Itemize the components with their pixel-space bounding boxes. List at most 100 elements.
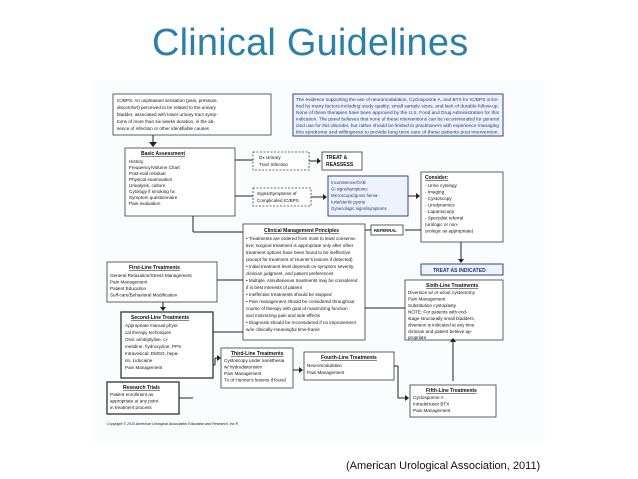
fifth-line-item: Intradetrusor BTX — [413, 402, 449, 407]
consider-item: (urologic or non- — [425, 222, 459, 227]
basic-assessment-item: Frequency/Volume Chart — [129, 165, 181, 170]
first-line-item: Pain Management — [110, 280, 148, 285]
consider-title: Consider: — [425, 175, 449, 181]
sixth-line-item: Substitution cystoplasty — [408, 303, 457, 308]
dx-infection-box: Dx Urinary Tract Infection — [235, 151, 321, 171]
fourth-line-item: Pain Management — [307, 370, 345, 375]
principles-box: Clinical Management Principles • Treatme… — [242, 223, 366, 341]
dx-infection-line: Tract Infection — [259, 162, 288, 167]
flowchart-canvas: IC/BPS: An unpleasant sensation (pain, p… — [106, 93, 504, 426]
first-line-title: First-Line Treatments — [129, 265, 180, 271]
first-line-item: General Relaxation/Stress Management — [110, 273, 192, 278]
treat-as-indicated-box: TREAT AS INDICATED — [420, 242, 504, 276]
third-line-item: Tx of Hunner's lesions if found — [224, 378, 286, 383]
research-trials-item: Patient enrollment as — [110, 392, 154, 397]
fifth-line-item: Pain Management — [413, 408, 451, 413]
principles-item: • Multiple, simultaneous treatments may … — [246, 278, 358, 283]
consider-item: - Laparoscopy — [425, 209, 455, 214]
principles-item: • Diagnosis should be reconsidered if no… — [246, 320, 357, 325]
research-trials-item: appropriate at any point — [110, 399, 159, 404]
third-line-box: Third-Line Treatments Cystoscopy under a… — [220, 347, 303, 389]
basic-assessment-box: Basic Assessment History Frequency/Volum… — [124, 147, 236, 217]
principles-item: if in best interests of patient — [246, 285, 303, 290]
basic-assessment-item: Symptom questionnaire — [129, 195, 178, 200]
basic-assessment-title: Basic Assessment — [141, 151, 185, 157]
sixth-line-item: NOTE: For patients with end- — [408, 310, 468, 315]
second-line-title: Second-Line Treatments — [131, 315, 189, 321]
arrow-right — [213, 355, 221, 366]
consider-item: - Cystoscopy — [425, 196, 452, 201]
research-trials-title: Research Trials — [123, 385, 160, 391]
complicated-list-item: Gynecologic signs/symptoms — [331, 206, 387, 211]
principles-item: • Treatments are ordered from most to le… — [246, 236, 357, 241]
complicated-list-item: turia/sterile pyuria — [331, 200, 366, 205]
consider-item: - Urine cytology — [425, 183, 458, 188]
sixth-line-item: propriate — [408, 335, 427, 340]
treat-reassess-box: TREAT & REASSESS — [321, 151, 363, 171]
referral-label: REFERRAL — [374, 228, 397, 233]
dx-infection-line: Dx Urinary — [259, 155, 281, 160]
basic-assessment-item: History — [129, 159, 144, 164]
treat-as-indicated-label: TREAT AS INDICATED — [433, 268, 486, 274]
principles-item: • Initial treatment level depends on sym… — [246, 264, 354, 269]
fifth-line-title: Fifth-Line Treatments — [426, 388, 477, 394]
complicated-box: Signs/Symptoms of Complicated IC/BPS — [235, 187, 327, 207]
copyright-note: Copyright © 2010 American Urological Ass… — [107, 422, 238, 426]
definition-line: toms of more than six weeks duration, in… — [117, 119, 215, 124]
evidence-line: this syndrome and willingness to provide… — [296, 130, 499, 135]
first-line-item: Patient Education — [110, 286, 146, 291]
principles-item: course of therapy with goal of maximizin… — [246, 306, 348, 311]
second-line-item: cal therapy techniques — [125, 330, 172, 335]
second-line-box: Second-Line Treatments Appropriate manua… — [120, 311, 243, 379]
principles-item: • Ineffective treatments should be stopp… — [246, 292, 332, 297]
sixth-line-item: Pain Management — [408, 297, 446, 302]
definition-line: bladder, associated with lower urinary t… — [117, 112, 218, 117]
second-line-item: Appropriate manual physi- — [125, 323, 179, 328]
complicated-line: Complicated IC/BPS — [257, 198, 299, 203]
principles-item: tive; surgical treatment is appropriate … — [246, 243, 354, 248]
sixth-line-box: Sixth-Line Treatments Diversion w/ or w/… — [365, 279, 504, 341]
principles-item: clinician judgment, and patient preferen… — [246, 271, 334, 276]
consider-item: - Imaging — [425, 190, 445, 195]
research-trials-item: in treatment process — [110, 405, 152, 410]
treat-reassess-line: TREAT & — [326, 155, 348, 161]
third-line-item: Pain Management — [224, 371, 262, 376]
evidence-line: indication. The panel believes that none… — [296, 117, 499, 122]
treat-reassess-line: REASSESS — [326, 162, 354, 168]
consider-item: - Specialist referral — [425, 216, 463, 221]
complicated-list-item: Microscopic/gross hema- — [331, 193, 379, 198]
complicated-list-item: Incontinence/OAB — [331, 180, 366, 185]
arrow-down — [192, 216, 243, 233]
complicated-list-box: Incontinence/OAB GI signs/symptoms Micro… — [327, 175, 420, 217]
principles-title: Clinical Management Principles — [264, 228, 339, 234]
first-line-box: First-Line Treatments General Relaxation… — [106, 261, 243, 311]
definition-line: IC/BPS: An unpleasant sensation (pain, p… — [117, 98, 218, 103]
sixth-line-item: diversion is indicated at any time — [408, 323, 475, 328]
basic-assessment-item: Post-void residual — [129, 171, 166, 176]
sixth-line-title: Sixth-Line Treatments — [426, 283, 478, 289]
second-line-item: Oral: amitriptyline, ci- — [125, 337, 169, 342]
consider-item: urologic as appropriate) — [425, 229, 474, 234]
evidence-line: The evidence supporting the use of neuro… — [296, 97, 500, 102]
fourth-line-item: Neuromodulation — [307, 363, 342, 368]
sixth-line-item: Diversion w/ or w/out cystectomy — [408, 290, 476, 295]
fifth-line-box: Fifth-Line Treatments Cyclosporine A Int… — [409, 338, 497, 418]
second-line-item: Pain Management — [125, 365, 163, 370]
basic-assessment-item: Pain evaluation — [129, 201, 161, 206]
complicated-line: Signs/Symptoms of — [257, 191, 297, 196]
principles-item: and minimizing pain and side effects — [246, 313, 321, 318]
principles-item: (except for treatment of Hunner's lesion… — [246, 257, 353, 262]
second-line-item: Intravesical: DMSO, hepa- — [125, 351, 179, 356]
evidence-line: ized use for this disorder, but rather s… — [296, 123, 500, 128]
complicated-list-item: GI signs/symptoms — [331, 187, 368, 192]
arrow-down — [149, 135, 157, 147]
research-trials-box: Research Trials Patient enrollment as ap… — [106, 381, 193, 415]
third-line-item: Cystoscopy under anesthesia — [224, 358, 285, 363]
third-line-title: Third-Line Treatments — [231, 351, 284, 357]
fourth-line-box: Fourth-Line Treatments Neuromodulation P… — [303, 351, 409, 401]
principles-item: w/in clinically-meaningful time-frame — [246, 327, 320, 332]
citation: (American Urological Association, 2011) — [346, 460, 541, 472]
sixth-line-item: clinician and patient believe ap- — [408, 329, 473, 334]
sixth-line-item: stage structurally small bladders, — [408, 316, 475, 321]
definition-line: discomfort) perceived to be related to t… — [117, 105, 217, 110]
